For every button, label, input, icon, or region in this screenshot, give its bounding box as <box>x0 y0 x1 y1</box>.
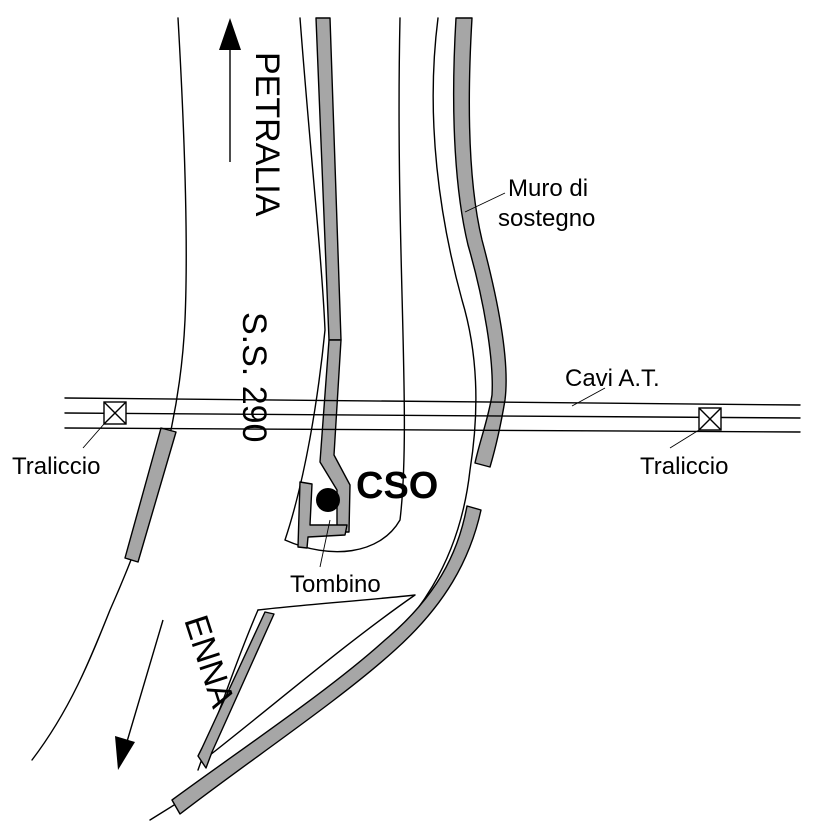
cable-line-2 <box>64 412 801 419</box>
wall-lower-right <box>171 505 482 815</box>
road-right-edge <box>284 17 406 553</box>
pylon-left-icon <box>103 401 127 425</box>
cable-line-3 <box>64 427 801 433</box>
road-left-edge <box>31 17 187 761</box>
wall-left-road <box>124 427 177 563</box>
muro-label: Muro di sostegno <box>498 175 595 232</box>
leader-traliccio-left <box>82 423 105 449</box>
traliccio-left-label: Traliccio <box>12 453 100 480</box>
inner-road-edge-lower <box>209 594 416 756</box>
wall-culvert-channel <box>319 339 351 533</box>
leader-tombino <box>319 519 331 568</box>
road-name-label: S.S. 290 <box>235 312 273 442</box>
wall-upper-left <box>315 17 342 341</box>
leader-cavi <box>571 387 606 407</box>
muro-di-sostegno <box>452 17 507 468</box>
cavi-label: Cavi A.T. <box>565 365 660 392</box>
leader-traliccio-right <box>669 429 700 449</box>
tombino-label: Tombino <box>290 571 381 598</box>
cso-marker-icon <box>316 488 340 512</box>
muro-label-line1: Muro di <box>508 175 588 202</box>
pylon-right-icon <box>698 407 722 431</box>
enna-label: ENNA <box>176 611 241 713</box>
wall-culvert-left <box>297 481 348 549</box>
cable-line-1 <box>64 397 801 406</box>
leader-muro <box>464 192 506 213</box>
traliccio-right-label: Traliccio <box>640 453 728 480</box>
arrow-north-icon <box>219 18 241 162</box>
cso-label: CSO <box>356 465 438 507</box>
petralia-label: PETRALIA <box>248 52 286 217</box>
arrow-south-icon <box>115 619 164 770</box>
wall-side-road <box>197 611 275 769</box>
muro-label-line2: sostegno <box>498 205 595 232</box>
